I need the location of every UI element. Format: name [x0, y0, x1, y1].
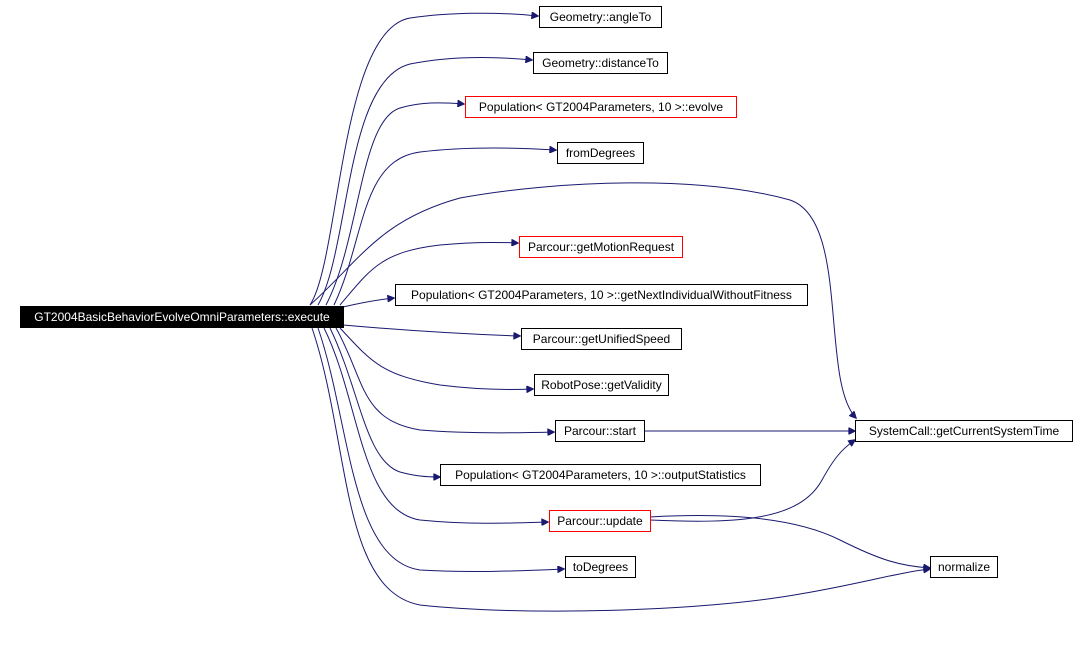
node-toDegrees[interactable]: toDegrees: [565, 556, 636, 578]
node-start[interactable]: Parcour::start: [555, 420, 645, 442]
edge-execute-distanceTo: [317, 57, 532, 306]
node-getUnifiedSpeed[interactable]: Parcour::getUnifiedSpeed: [521, 328, 682, 350]
node-normalize[interactable]: normalize: [930, 556, 998, 578]
edge-execute-getMotionRequest: [339, 242, 518, 306]
node-distanceTo[interactable]: Geometry::distanceTo: [533, 52, 668, 74]
edge-execute-getValidity: [339, 327, 533, 390]
edge-execute-getCurrentSystemTime: [309, 182, 856, 418]
node-getMotionRequest[interactable]: Parcour::getMotionRequest: [519, 236, 683, 258]
edge-execute-angleTo: [309, 13, 538, 306]
edge-execute-getUnifiedSpeed: [342, 324, 520, 336]
node-execute[interactable]: GT2004BasicBehaviorEvolveOmniParameters:…: [20, 306, 344, 328]
edge-update-getCurrentSystemTime: [649, 440, 855, 522]
node-angleTo[interactable]: Geometry::angleTo: [539, 6, 662, 28]
node-update[interactable]: Parcour::update: [549, 510, 651, 532]
node-fromDegrees[interactable]: fromDegrees: [557, 142, 644, 164]
edge-execute-normalize: [311, 327, 930, 612]
edge-execute-evolve: [325, 103, 464, 306]
node-getCurrentSystemTime[interactable]: SystemCall::getCurrentSystemTime: [855, 420, 1073, 442]
edge-execute-fromDegrees: [333, 148, 556, 306]
edge-execute-update: [323, 327, 548, 523]
node-getValidity[interactable]: RobotPose::getValidity: [534, 374, 669, 396]
edge-execute-getNextIndividual: [342, 298, 394, 308]
edge-update-normalize: [649, 515, 930, 568]
edge-execute-start: [335, 327, 554, 433]
node-evolve[interactable]: Population< GT2004Parameters, 10 >::evol…: [465, 96, 737, 118]
node-outputStatistics[interactable]: Population< GT2004Parameters, 10 >::outp…: [440, 464, 761, 486]
node-getNextIndividual[interactable]: Population< GT2004Parameters, 10 >::getN…: [395, 284, 808, 306]
edge-execute-outputStatistics: [329, 327, 440, 477]
edge-execute-toDegrees: [317, 327, 564, 572]
